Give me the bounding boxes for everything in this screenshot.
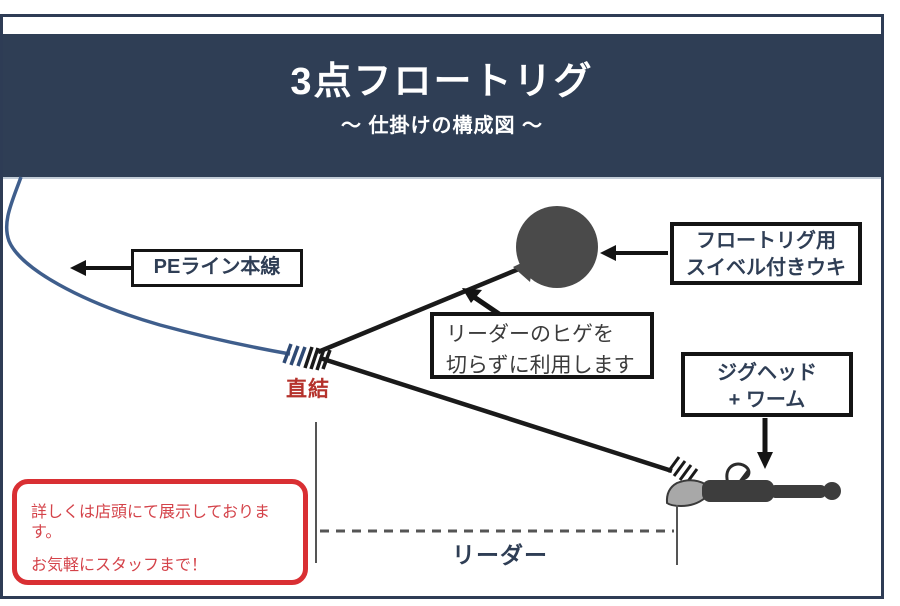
jig-label-arrow [757,418,773,469]
store-info-box: 詳しくは店頭にて展示しております。 お気軽にスタッフまで！ [12,479,308,585]
float-label-arrow [600,245,668,261]
note-arrow [462,288,501,317]
page-title: 3点フロートリグ [290,61,594,103]
leader-whisker-note: リーダーのヒゲを 切らずに利用します [430,312,654,379]
float-label: フロートリグ用 スイベル付きウキ [670,222,862,285]
float-shape [516,206,598,288]
pe-line-curve [4,176,291,356]
pe-line-label-text: PEライン本線 [153,256,281,278]
jighead-shape [665,479,709,508]
leader-length-label: リーダー [452,542,548,568]
direct-knot-label: 直結 [286,378,330,401]
jighead-worm-label: ジグヘッド + ワーム [681,352,853,417]
pe-label-arrow [70,260,131,276]
leader-line-upper [317,263,527,355]
leader-line-lower [319,355,673,474]
jig-label-line1: ジグヘッド [717,362,817,384]
page-subtitle: ～ 仕掛けの構成図 ～ [340,115,544,137]
worm-shape [702,480,841,502]
hook-shape [725,462,751,489]
outer-frame [0,14,884,599]
float-label-line2: スイベル付きウキ [686,257,846,279]
knot-hash-blue [282,343,307,367]
header-band: 3点フロートリグ ～ 仕掛けの構成図 ～ [3,34,881,179]
pe-line-label: PEライン本線 [131,249,303,287]
note-line1: リーダーのヒゲを [446,323,614,346]
store-info-line2: お気軽にスタッフまで！ [31,557,208,574]
jig-label-line2: + ワーム [728,389,806,411]
note-line2: 切らずに利用します [446,354,635,377]
float-label-line1: フロートリグ用 [696,230,836,252]
store-info-line1: 詳しくは店頭にて展示しております。 [31,504,271,541]
